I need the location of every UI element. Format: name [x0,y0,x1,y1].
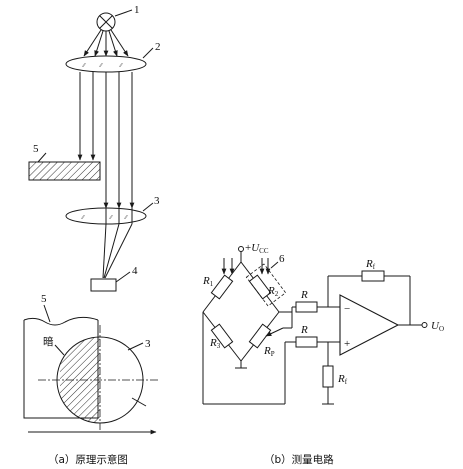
svg-text:⁄⁄: ⁄⁄ [80,215,86,221]
svg-text:⁄⁄: ⁄⁄ [108,215,114,221]
leader-line-5 [37,152,47,163]
measured-object [28,161,101,181]
svg-text:Rf: Rf [337,373,348,386]
resistor-r-noninverting [295,336,318,348]
svg-text:⁄⁄: ⁄⁄ [81,63,87,69]
collimating-lens: ⁄⁄ ⁄⁄ ⁄⁄ [65,55,147,73]
label-5: 5 [33,143,39,155]
leader-line-3 [142,202,154,212]
label-5-detail: 5 [41,293,47,305]
converging-rays [102,223,133,279]
measurement-circuit: +UCC R1 R2 [202,242,444,466]
leader-line-2 [142,47,154,59]
output-terminal [421,322,428,328]
leader-line-4 [115,271,131,283]
light-source-icon [96,12,116,32]
svg-text:+: + [344,338,350,350]
potentiometer-rp [248,323,284,349]
svg-text:R2: R2 [267,285,279,298]
supply-terminal [238,246,244,252]
resistor-r3 [210,323,234,349]
svg-text:⁄⁄: ⁄⁄ [98,63,104,69]
svg-text:−: − [344,303,350,315]
svg-text:UO: UO [431,320,444,333]
svg-text:R3: R3 [209,337,221,350]
svg-text:⁄⁄: ⁄⁄ [118,63,124,69]
label-1: 1 [134,4,140,16]
label-3-detail: 3 [145,338,151,350]
photodetector [90,278,117,292]
label-4: 4 [132,265,138,277]
caption-a: （a）原理示意图 [48,453,128,466]
svg-text:R: R [300,324,308,336]
resistor-rf-feedback [361,270,385,282]
svg-text:⁄⁄: ⁄⁄ [123,215,129,221]
label-6: 6 [279,253,285,265]
svg-text:+UCC: +UCC [245,242,269,255]
op-amp [339,294,400,356]
source-rays [83,29,129,57]
principle-diagram: 1 ⁄⁄ ⁄⁄ ⁄⁄ 2 5 [23,4,161,466]
label-3: 3 [154,195,160,207]
caption-b: （b）测量电路 [264,453,334,466]
parallel-rays [77,72,135,209]
aperture-detail [23,316,160,430]
svg-text:RP: RP [263,345,275,358]
resistor-r2 [245,258,287,307]
leader-line-1 [114,9,133,17]
label-2: 2 [155,41,161,53]
resistor-r1 [210,258,235,300]
svg-text:R1: R1 [202,275,214,288]
focusing-lens: ⁄⁄ ⁄⁄ ⁄⁄ [65,207,147,225]
svg-text:R: R [300,289,308,301]
svg-text:Rf: Rf [365,258,376,271]
resistor-r-inverting [295,301,318,313]
resistor-rf-ground [322,365,334,388]
dark-region-label: 暗 [43,335,54,348]
